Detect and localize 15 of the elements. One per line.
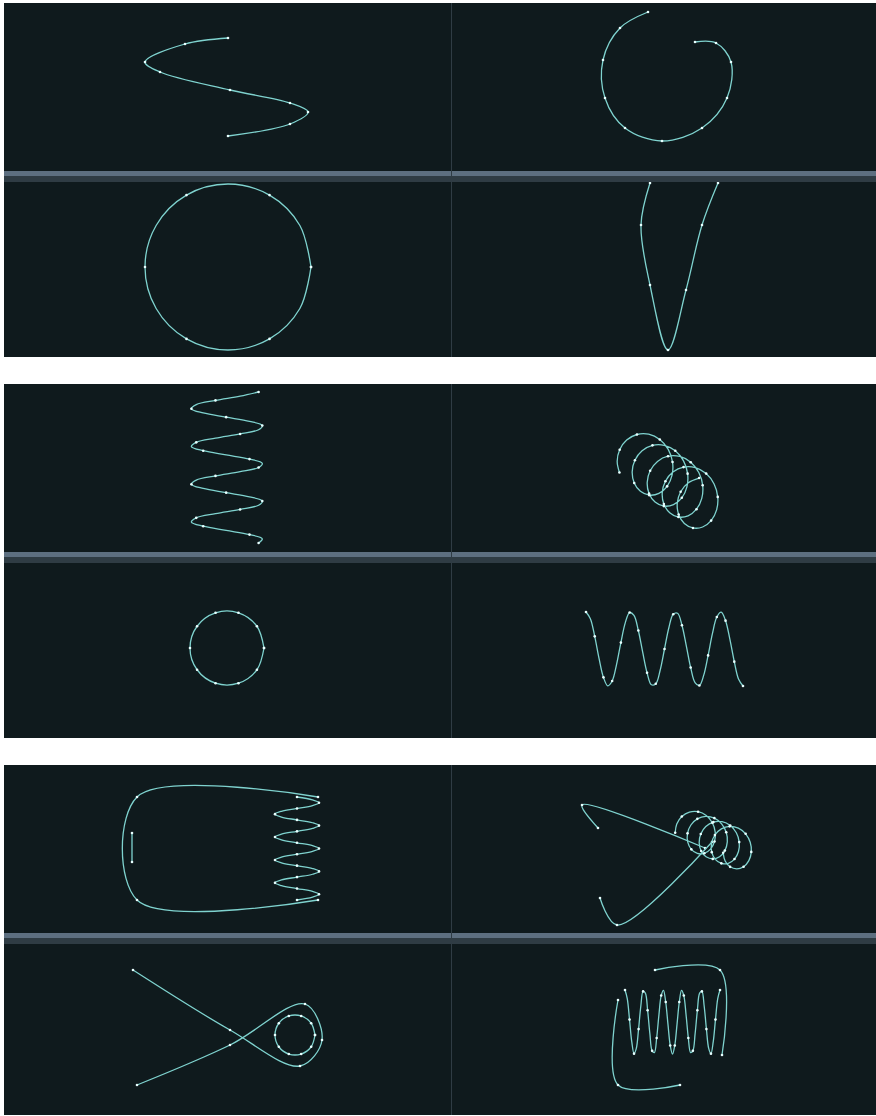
- viewport-drawing: [4, 384, 451, 557]
- viewport-drawing: [452, 3, 876, 176]
- screenshot-panel: [4, 765, 876, 1115]
- screenshot-panel: [4, 384, 876, 738]
- viewport-drawing: [4, 563, 451, 738]
- viewport-drawing: [452, 765, 876, 938]
- viewport-drawing: [4, 3, 451, 176]
- viewport-drawing: [452, 944, 876, 1115]
- viewport-drawing: [4, 182, 451, 357]
- viewport-drawing: [452, 384, 876, 557]
- viewport-drawing: [4, 765, 451, 938]
- viewport-drawing: [4, 944, 451, 1115]
- screenshot-panel: [4, 3, 876, 357]
- viewport-drawing: [452, 563, 876, 738]
- viewport-drawing: [452, 182, 876, 357]
